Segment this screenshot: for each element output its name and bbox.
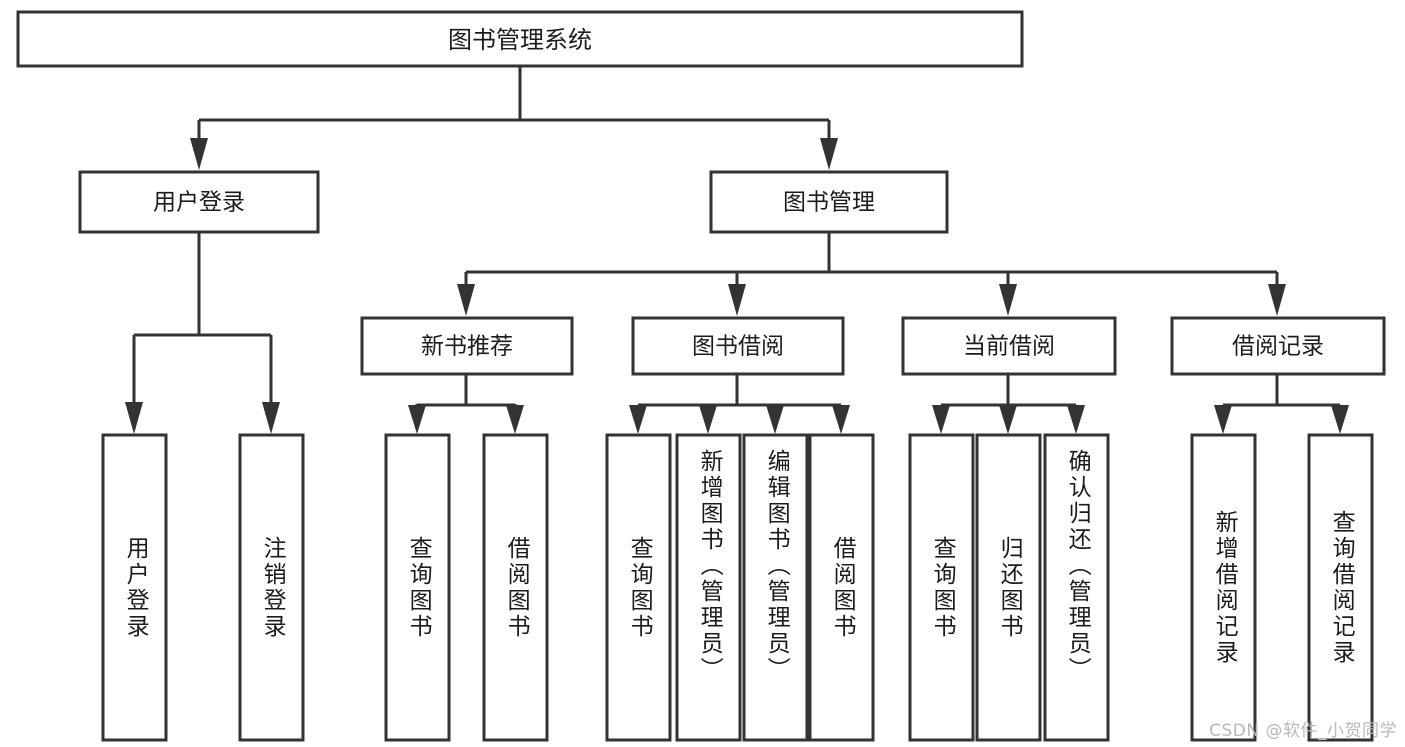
node-book-borrow-label: 图书借阅 xyxy=(692,334,784,360)
node-leaf-confirm-return-box[interactable] xyxy=(1043,433,1110,742)
node-book-manage-label: 图书管理 xyxy=(783,190,875,216)
arrow-head-borrow-record xyxy=(1268,284,1286,316)
arrow-head-leaf-query-book-2 xyxy=(629,405,647,434)
arrow-head-user-login xyxy=(190,138,208,170)
arrow-head-leaf-query-book-3 xyxy=(932,405,950,434)
node-leaf-borrow-book-2-box[interactable] xyxy=(808,433,875,742)
node-leaf-user-logout-box[interactable] xyxy=(238,433,305,742)
node-user-login-box[interactable] xyxy=(78,170,320,234)
node-leaf-query-record-box[interactable] xyxy=(1307,433,1374,742)
arrow-head-book-manage xyxy=(820,138,838,170)
node-user-login-label: 用户登录 xyxy=(153,190,245,216)
node-borrow-record-label: 借阅记录 xyxy=(1232,334,1324,360)
arrow-head-leaf-confirm-return xyxy=(1067,405,1085,434)
arrow-head-current-borrow xyxy=(999,284,1017,316)
node-leaf-add-record-box[interactable] xyxy=(1190,433,1257,742)
node-current-borrow-box[interactable] xyxy=(901,316,1117,376)
node-new-book-recommend-label: 新书推荐 xyxy=(421,334,513,360)
node-leaf-user-login-box[interactable] xyxy=(101,433,168,742)
node-new-book-recommend-box[interactable] xyxy=(360,316,574,376)
arrow-head-leaf-user-login xyxy=(125,402,143,434)
arrow-head-new-book-recommend xyxy=(457,284,475,316)
arrow-head-leaf-borrow-book-2 xyxy=(832,405,850,434)
node-leaf-query-book-2-box[interactable] xyxy=(605,433,672,742)
watermark-text: CSDN @软件_小贺同学 xyxy=(1209,721,1397,741)
node-leaf-return-book-box[interactable] xyxy=(975,433,1042,742)
arrow-head-leaf-query-record xyxy=(1331,405,1349,434)
node-leaf-add-book-box[interactable] xyxy=(675,433,742,742)
node-leaf-borrow-book-1-box[interactable] xyxy=(482,433,549,742)
connector-group xyxy=(125,66,1349,434)
node-root-box[interactable] xyxy=(16,10,1024,68)
arrow-head-leaf-return-book xyxy=(999,405,1017,434)
arrow-head-book-borrow xyxy=(728,284,746,316)
node-current-borrow-label: 当前借阅 xyxy=(963,334,1055,360)
arrow-head-leaf-add-book xyxy=(699,405,717,434)
node-group: 图书管理系统 用户登录 图书管理 新书推荐 图书借阅 当前借阅 借阅记录 xyxy=(16,10,1386,742)
arrow-head-leaf-query-book-1 xyxy=(408,405,426,434)
node-leaf-query-book-3-box[interactable] xyxy=(908,433,975,742)
arrow-head-leaf-borrow-book-1 xyxy=(506,405,524,434)
node-leaf-query-book-1-box[interactable] xyxy=(384,433,451,742)
arrow-head-leaf-user-logout xyxy=(262,402,280,434)
arrow-head-leaf-add-record xyxy=(1214,405,1232,434)
node-book-manage-box[interactable] xyxy=(709,170,949,234)
arrow-head-leaf-edit-book xyxy=(766,405,784,434)
node-root-label: 图书管理系统 xyxy=(448,26,592,54)
node-book-borrow-box[interactable] xyxy=(631,316,845,376)
node-borrow-record-box[interactable] xyxy=(1170,316,1386,376)
node-leaf-edit-book-box[interactable] xyxy=(742,433,809,742)
